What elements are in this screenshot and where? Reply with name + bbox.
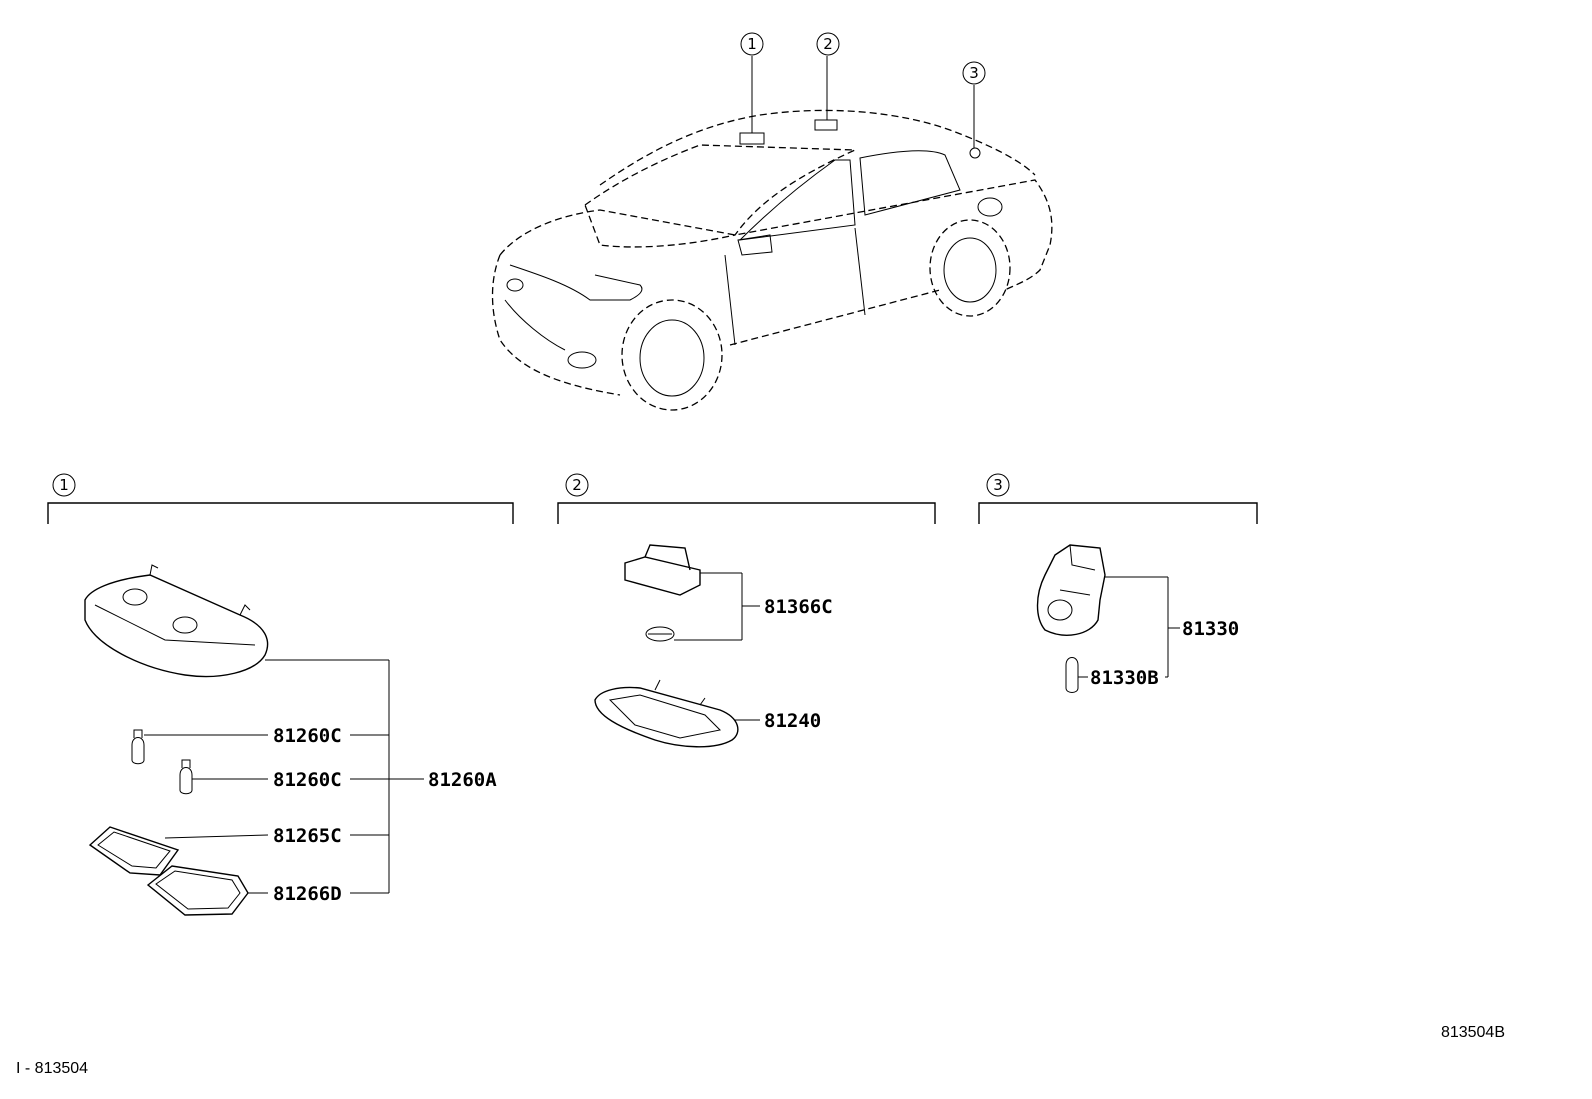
svg-text:2: 2	[823, 35, 833, 53]
section-1: 1	[47, 473, 514, 916]
part-label-81240: 81240	[764, 710, 821, 732]
bulb-drawing-2	[179, 759, 193, 795]
section-2-number: 2	[572, 476, 582, 494]
callout-top-2: 2	[816, 32, 840, 56]
lamp-location-3	[969, 147, 981, 159]
part-label-81260C-second: 81260C	[273, 769, 342, 791]
part-label-81266D: 81266D	[273, 883, 342, 905]
part-label-81265C: 81265C	[273, 825, 342, 847]
svg-text:3: 3	[969, 64, 979, 82]
part-label-81330: 81330	[1182, 618, 1239, 640]
lamp-module-drawing	[624, 544, 701, 596]
svg-text:1: 1	[747, 35, 757, 53]
car-illustration	[491, 56, 1053, 411]
lamp-location-2	[814, 119, 838, 131]
section-3-number: 3	[993, 476, 1003, 494]
luggage-lamp-drawing	[1036, 544, 1106, 636]
part-label-81260A: 81260A	[428, 769, 497, 791]
sheet-reference: I - 813504	[16, 1060, 88, 1077]
bulb-drawing-3	[645, 626, 675, 642]
callout-top-1: 1	[740, 32, 764, 56]
callout-top-3: 3	[962, 61, 986, 85]
cover-drawing	[146, 865, 249, 916]
section-1-number: 1	[59, 476, 69, 494]
bulb-drawing-1	[131, 729, 145, 765]
part-label-81330B: 81330B	[1090, 667, 1159, 689]
lamp-base-drawing	[594, 679, 739, 748]
lens-drawing	[88, 826, 180, 876]
bulb-drawing-4	[1065, 657, 1079, 693]
dome-lamp-housing-drawing	[84, 564, 269, 678]
section-2: 2 81366C 81240	[557, 473, 936, 748]
part-label-81366C: 81366C	[764, 596, 833, 618]
part-label-81260C-first: 81260C	[273, 725, 342, 747]
illustration-code: 813504B	[1441, 1024, 1505, 1041]
lamp-location-1	[739, 132, 765, 145]
section-3: 3 81330 81330B	[978, 473, 1258, 693]
